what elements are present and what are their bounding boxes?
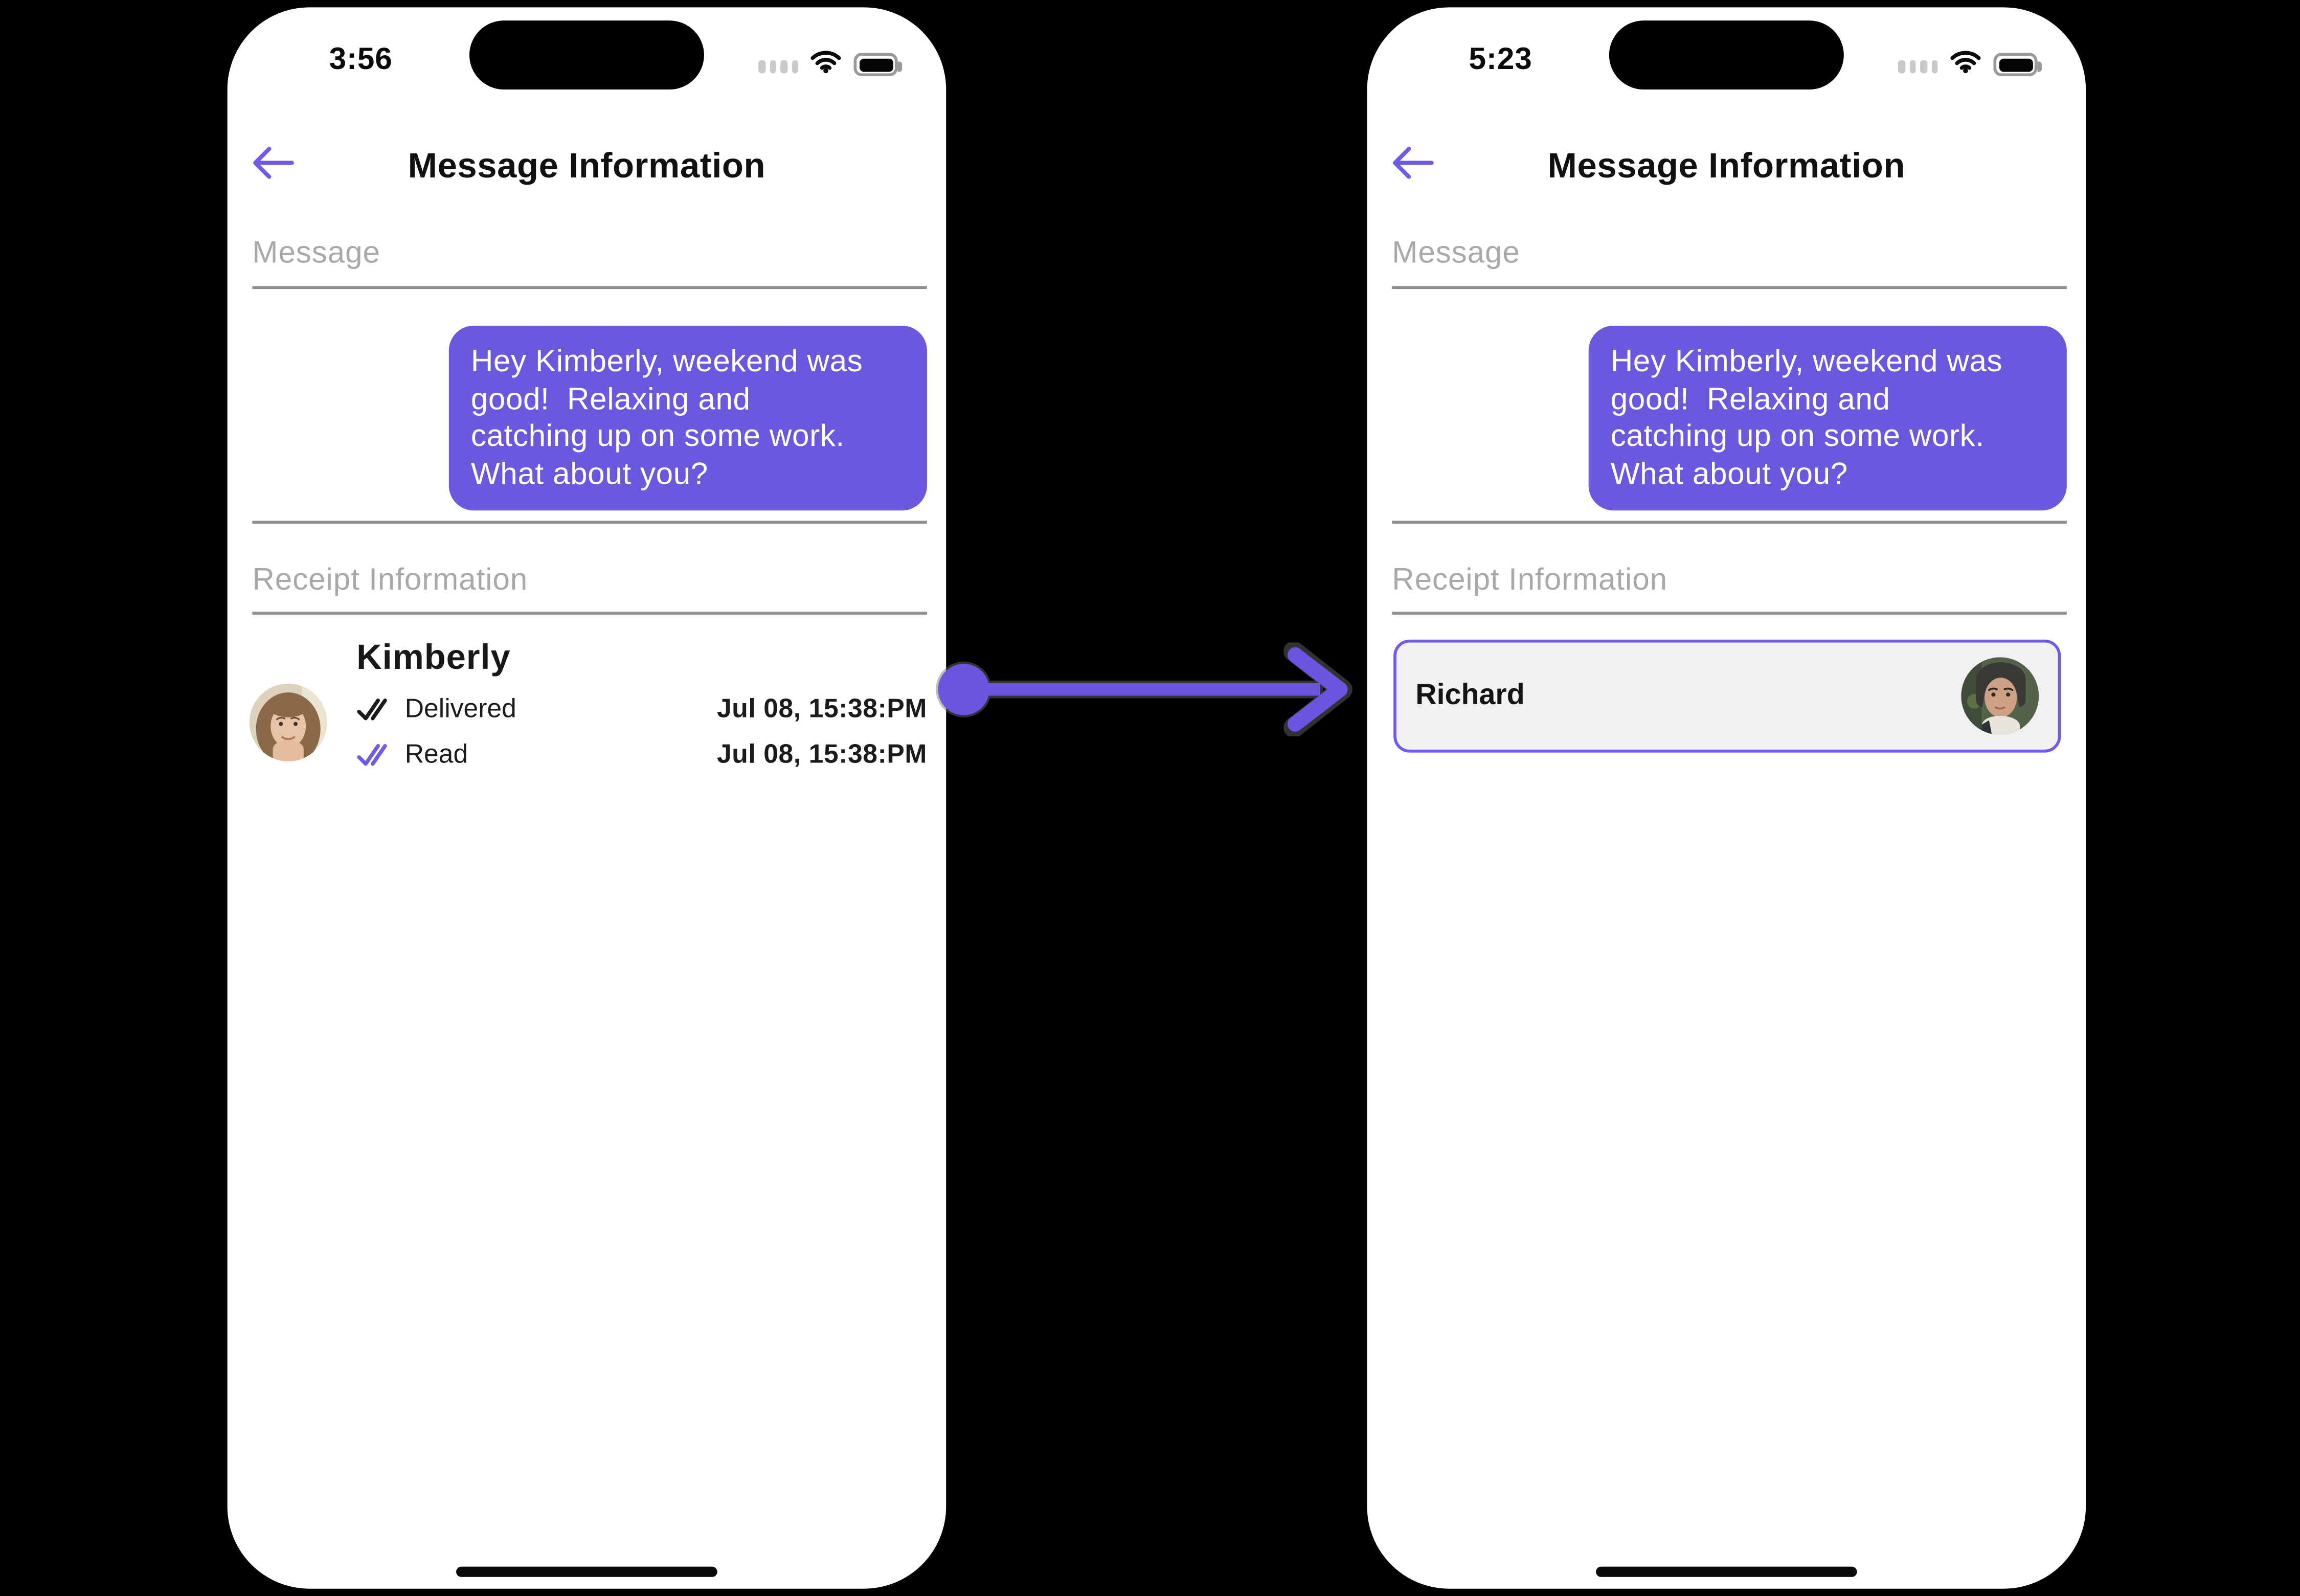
status-icons (1898, 49, 2042, 80)
message-section-label: Message (1392, 236, 1520, 270)
receipt-timestamp: Jul 08, 15:38:PM (716, 739, 927, 769)
home-indicator[interactable] (456, 1566, 717, 1577)
contact-name: Kimberly (356, 638, 511, 678)
double-check-icon (356, 697, 389, 722)
recipient-name: Richard (1415, 679, 1525, 712)
recipient-card[interactable]: Richard (1393, 639, 2061, 753)
arrow-connector (936, 642, 1352, 737)
wifi-icon (809, 49, 842, 80)
message-section-label: Message (252, 236, 380, 270)
page-title: Message Information (408, 146, 766, 187)
status-time: 5:23 (1469, 42, 1532, 77)
receipt-row-read: Read Jul 08, 15:38:PM (356, 735, 927, 774)
status-time: 3:56 (329, 42, 393, 77)
phone-left: 3:56 Message Information Message Hey Kim… (227, 7, 946, 1589)
battery-icon (853, 53, 903, 77)
message-bubble: Hey Kimberly, weekend was good! Relaxing… (448, 325, 927, 511)
back-button[interactable] (251, 145, 295, 181)
status-icons (758, 49, 903, 80)
receipt-section-label: Receipt Information (252, 563, 528, 597)
avatar-richard (1961, 657, 2039, 735)
back-arrow-icon (1393, 147, 1434, 179)
back-button[interactable] (1390, 145, 1434, 181)
double-check-icon (356, 743, 389, 768)
avatar-kimberly (249, 683, 327, 761)
dynamic-island-notch (1609, 20, 1844, 89)
cellular-icon (1898, 56, 1938, 73)
phone-right: 5:23 Message Information Message Hey Kim… (1367, 7, 2086, 1589)
section-divider (1392, 612, 2067, 615)
receipt-status: Delivered (404, 693, 516, 724)
section-divider (252, 612, 927, 615)
receipt-status: Read (404, 739, 468, 769)
section-divider (252, 286, 927, 289)
cellular-icon (758, 56, 798, 73)
dynamic-island-notch (469, 20, 704, 89)
message-bubble: Hey Kimberly, weekend was good! Relaxing… (1588, 325, 2067, 511)
section-divider (1392, 286, 2067, 289)
wifi-icon (1949, 49, 1981, 80)
section-divider (252, 521, 927, 524)
page-title: Message Information (1547, 146, 1906, 187)
receipt-section-label: Receipt Information (1392, 563, 1668, 597)
battery-icon (1993, 53, 2042, 77)
back-arrow-icon (253, 147, 294, 179)
receipt-rows: Delivered Jul 08, 15:38:PM Read Jul 08, … (356, 689, 927, 780)
section-divider (1392, 521, 2067, 524)
receipt-timestamp: Jul 08, 15:38:PM (716, 693, 927, 724)
home-indicator[interactable] (1596, 1566, 1857, 1577)
receipt-row-delivered: Delivered Jul 08, 15:38:PM (356, 689, 927, 729)
